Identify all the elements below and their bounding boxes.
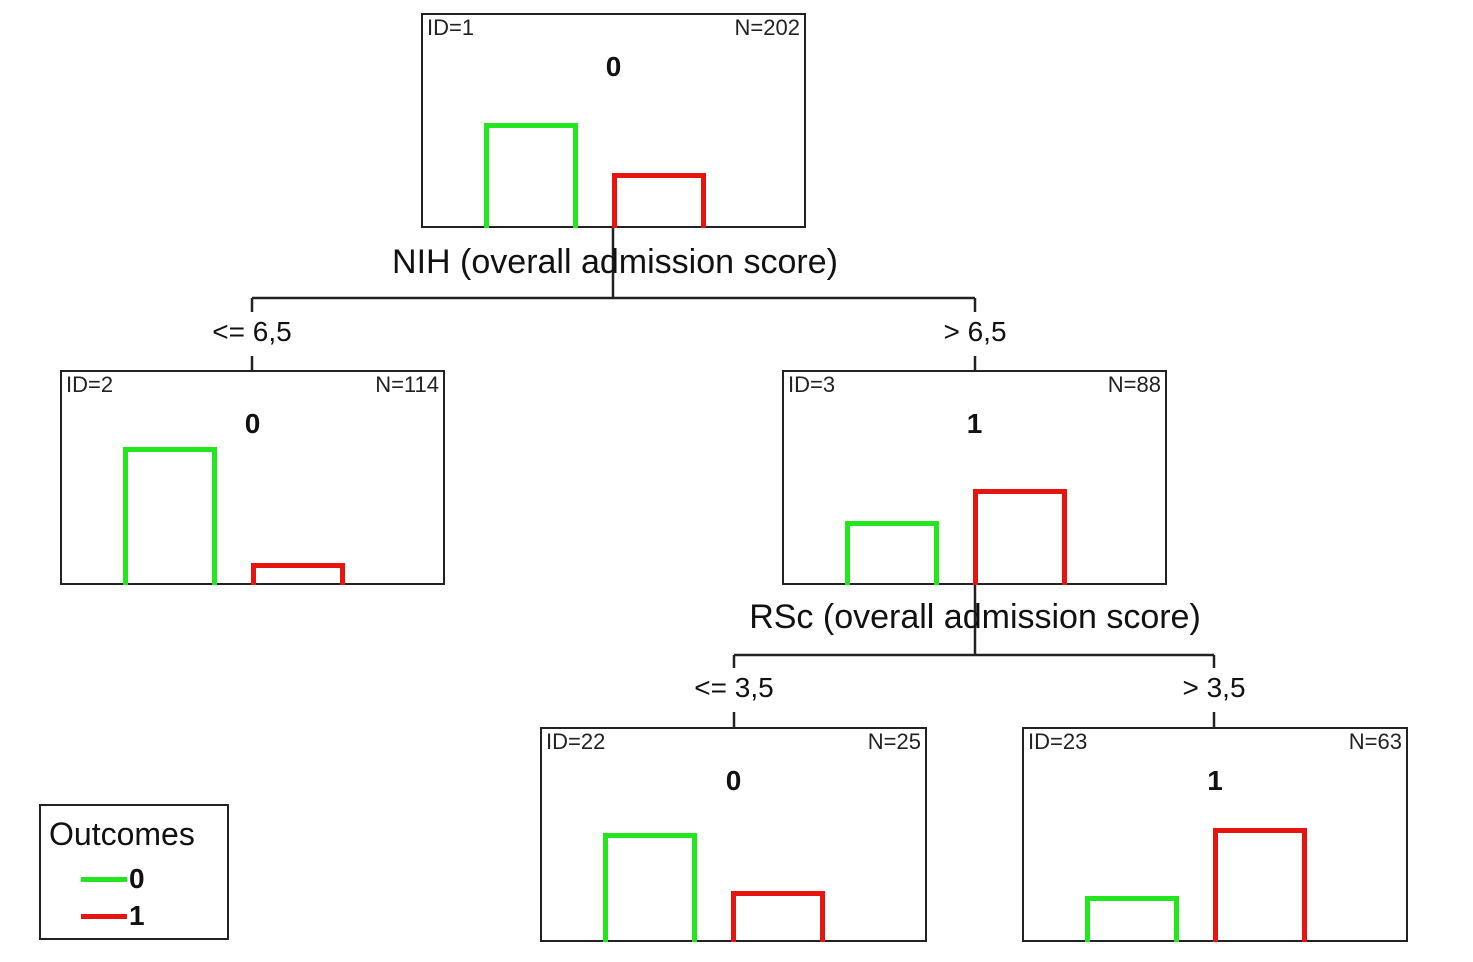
node-prediction: 0 [244, 408, 261, 439]
node-id-label: ID=3 [788, 372, 836, 397]
legend-swatch-1 [81, 913, 127, 919]
branch-label-right: > 6,5 [943, 316, 1007, 347]
node-id-label: ID=1 [427, 15, 475, 40]
node-id-label: ID=2 [66, 372, 114, 397]
outcomes-legend: Outcomes 0 1 [39, 804, 229, 940]
legend-title: Outcomes [49, 816, 195, 852]
node-prediction: 1 [966, 408, 983, 439]
node-n-label: N=202 [734, 15, 800, 40]
node-n-label: N=63 [1348, 729, 1402, 754]
tree-node-3: ID=3 N=88 1 [782, 370, 1167, 585]
node-prediction: 1 [1207, 765, 1223, 796]
legend-item-1: 1 [81, 900, 145, 931]
legend-swatch-0 [81, 876, 127, 882]
node-n-label: N=25 [867, 729, 921, 754]
split-variable-label: RSc (overall admission score) [749, 598, 1201, 636]
node-id-label: ID=23 [1028, 729, 1088, 754]
branch-label-left: <= 6,5 [212, 316, 292, 347]
node-prediction: 0 [725, 765, 742, 796]
branch-label-right: > 3,5 [1182, 672, 1246, 703]
outcome-1-bar [1213, 828, 1307, 942]
outcome-0-bar [1085, 896, 1179, 942]
outcome-1-bar [612, 173, 706, 228]
legend-item-0: 0 [81, 863, 145, 894]
node-n-label: N=88 [1107, 372, 1161, 397]
legend-label-0: 0 [129, 863, 145, 894]
tree-node-23: ID=23 N=63 1 [1022, 727, 1408, 942]
outcome-0-bar [603, 833, 697, 942]
tree-node-1: ID=1 N=202 0 [421, 13, 806, 228]
outcome-0-bar [484, 123, 578, 228]
branch-label-left: <= 3,5 [694, 672, 774, 703]
tree-node-2: ID=2 N=114 0 [60, 370, 445, 585]
outcome-1-bar [973, 489, 1067, 585]
outcome-1-bar [251, 563, 345, 585]
tree-node-22: ID=22 N=25 0 [540, 727, 927, 942]
node-id-label: ID=22 [546, 729, 606, 754]
outcome-0-bar [845, 521, 939, 585]
split-variable-label: NIH (overall admission score) [392, 243, 838, 281]
outcome-0-bar [123, 447, 217, 585]
node-prediction: 0 [605, 51, 622, 82]
legend-label-1: 1 [129, 900, 145, 931]
node-n-label: N=114 [375, 372, 439, 397]
outcome-1-bar [731, 891, 825, 942]
